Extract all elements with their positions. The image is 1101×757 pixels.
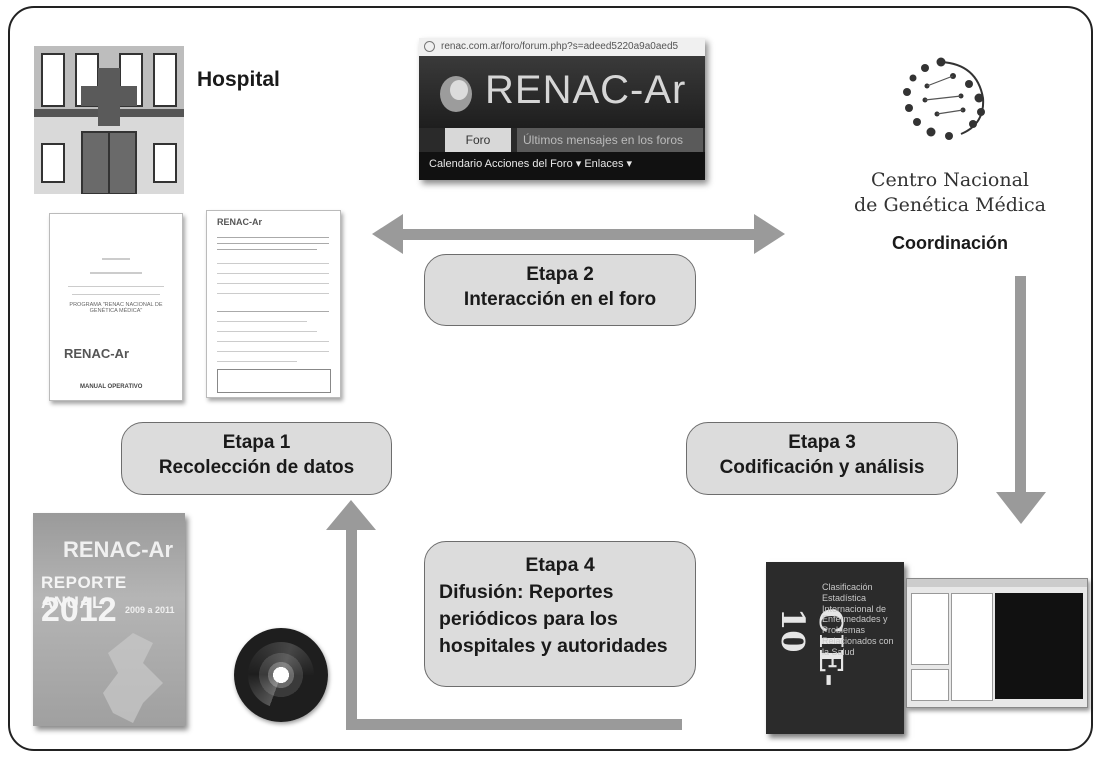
stage-1-title: Etapa 1 [222, 432, 291, 453]
stage-1-desc: Recolección de datos [158, 456, 355, 478]
stage-4-box: Etapa 4 Difusión: Reportes periódicos pa… [424, 541, 696, 687]
report-period: 2009 a 2011 [125, 605, 175, 615]
annual-report-cover: RENAC-Ar REPORTE ANUAL 2012 2009 a 2011 [33, 513, 185, 726]
form-brand: RENAC-Ar [217, 217, 262, 227]
stage-3-title: Etapa 3 [788, 432, 856, 453]
cd-disc-icon [234, 628, 328, 722]
stage-4-title: Etapa 4 [525, 554, 595, 576]
diagram-frame [8, 6, 1093, 751]
manual-subtitle: PROGRAMA "RENAC NACIONAL DE GENÉTICA MÉD… [69, 302, 163, 314]
stage-2-box: Etapa 2 Interacción en el foro [424, 254, 696, 326]
double-arrow-etapa2 [372, 214, 785, 254]
center-name: Centro Nacional de Genética Médica [840, 168, 1060, 218]
form-document: RENAC-Ar [206, 210, 341, 398]
browser-url-bar: renac.com.ar/foro/forum.php?s=adeed5220a… [419, 38, 705, 56]
report-year: 2012 [41, 591, 117, 629]
forum-header: RENAC-Ar [419, 56, 705, 128]
stage-4-line1: Difusión: Reportes [439, 580, 614, 603]
stage-4-line2: periódicos para los [439, 607, 618, 630]
stage-2-desc: Interacción en el foro [463, 288, 657, 310]
hospital-label: Hospital [197, 68, 280, 91]
book-description: Clasificación Estadística Internacional … [822, 582, 894, 657]
manual-document: PROGRAMA "RENAC NACIONAL DE GENÉTICA MÉD… [49, 213, 183, 401]
down-arrow-etapa3 [996, 276, 1046, 524]
center-name-line2: de Genética Médica [854, 194, 1046, 217]
return-arrow-etapa4 [326, 500, 682, 730]
center-name-line1: Centro Nacional [871, 169, 1029, 191]
analysis-software-screenshot [906, 578, 1088, 708]
stage-4-line3: hospitales y autoridades [439, 634, 668, 657]
cngm-logo-icon [903, 57, 985, 140]
browser-url: renac.com.ar/foro/forum.php?s=adeed5220a… [441, 41, 679, 52]
tab-ultimos-mensajes[interactable]: Últimos mensajes en los foros [517, 128, 703, 152]
report-brand: RENAC-Ar [63, 537, 173, 562]
center-role: Coordinación [892, 233, 1008, 253]
map-silhouette-icon [103, 633, 163, 723]
renac-logo-icon [440, 76, 472, 112]
stage-2-title: Etapa 2 [526, 264, 594, 285]
hospital-icon [34, 46, 184, 194]
manual-brand: RENAC-Ar [64, 346, 129, 361]
cie10-book: CIE-10 Clasificación Estadística Interna… [766, 562, 904, 734]
forum-tabs: Foro Últimos mensajes en los foros [419, 128, 705, 152]
report-title: REPORTE ANUAL [41, 573, 127, 612]
forum-screenshot: renac.com.ar/foro/forum.php?s=adeed5220a… [419, 38, 705, 180]
manual-footer: MANUAL OPERATIVO [80, 384, 143, 390]
forum-menu: Calendario Acciones del Foro ▾ Enlaces ▾ [419, 152, 705, 180]
stage-3-desc: Codificación y análisis [719, 456, 925, 478]
forum-site-title: RENAC-Ar [485, 68, 687, 112]
stage-1-box: Etapa 1 Recolección de datos [121, 422, 392, 495]
globe-icon [424, 41, 435, 52]
stage-3-box: Etapa 3 Codificación y análisis [686, 422, 958, 495]
tab-foro[interactable]: Foro [445, 128, 511, 152]
